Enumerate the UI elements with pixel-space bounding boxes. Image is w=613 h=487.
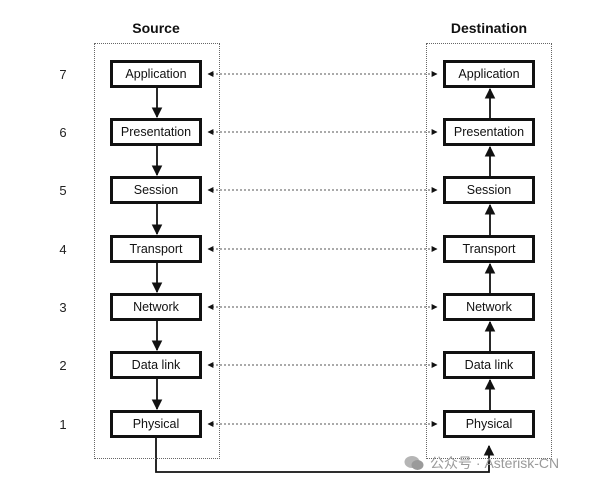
source-layer-transport: Transport bbox=[110, 235, 202, 263]
source-layer-application: Application bbox=[110, 60, 202, 88]
destination-layer-session: Session bbox=[443, 176, 535, 204]
destination-layer-presentation: Presentation bbox=[443, 118, 535, 146]
destination-heading: Destination bbox=[450, 20, 528, 36]
wechat-icon bbox=[404, 455, 424, 471]
destination-layer-data-link: Data link bbox=[443, 351, 535, 379]
layer-number-4: 4 bbox=[59, 242, 67, 257]
layer-number-5: 3 bbox=[59, 300, 67, 315]
watermark: 公众号 · Asterisk-CN bbox=[404, 452, 609, 474]
layer-number-2: 6 bbox=[59, 125, 67, 140]
destination-layer-physical: Physical bbox=[443, 410, 535, 438]
source-layer-physical: Physical bbox=[110, 410, 202, 438]
source-stack-outline bbox=[94, 43, 220, 459]
destination-stack-outline bbox=[426, 43, 552, 459]
destination-layer-application: Application bbox=[443, 60, 535, 88]
layer-number-3: 5 bbox=[59, 183, 67, 198]
layer-number-7: 1 bbox=[59, 417, 67, 432]
source-layer-presentation: Presentation bbox=[110, 118, 202, 146]
physical-medium-link bbox=[155, 437, 495, 473]
layer-number-1: 7 bbox=[59, 67, 67, 82]
source-layer-network: Network bbox=[110, 293, 202, 321]
source-layer-data-link: Data link bbox=[110, 351, 202, 379]
source-heading: Source bbox=[132, 20, 180, 36]
destination-layer-transport: Transport bbox=[443, 235, 535, 263]
destination-layer-network: Network bbox=[443, 293, 535, 321]
source-layer-session: Session bbox=[110, 176, 202, 204]
watermark-text: 公众号 · Asterisk-CN bbox=[430, 455, 560, 471]
layer-number-6: 2 bbox=[59, 358, 67, 373]
